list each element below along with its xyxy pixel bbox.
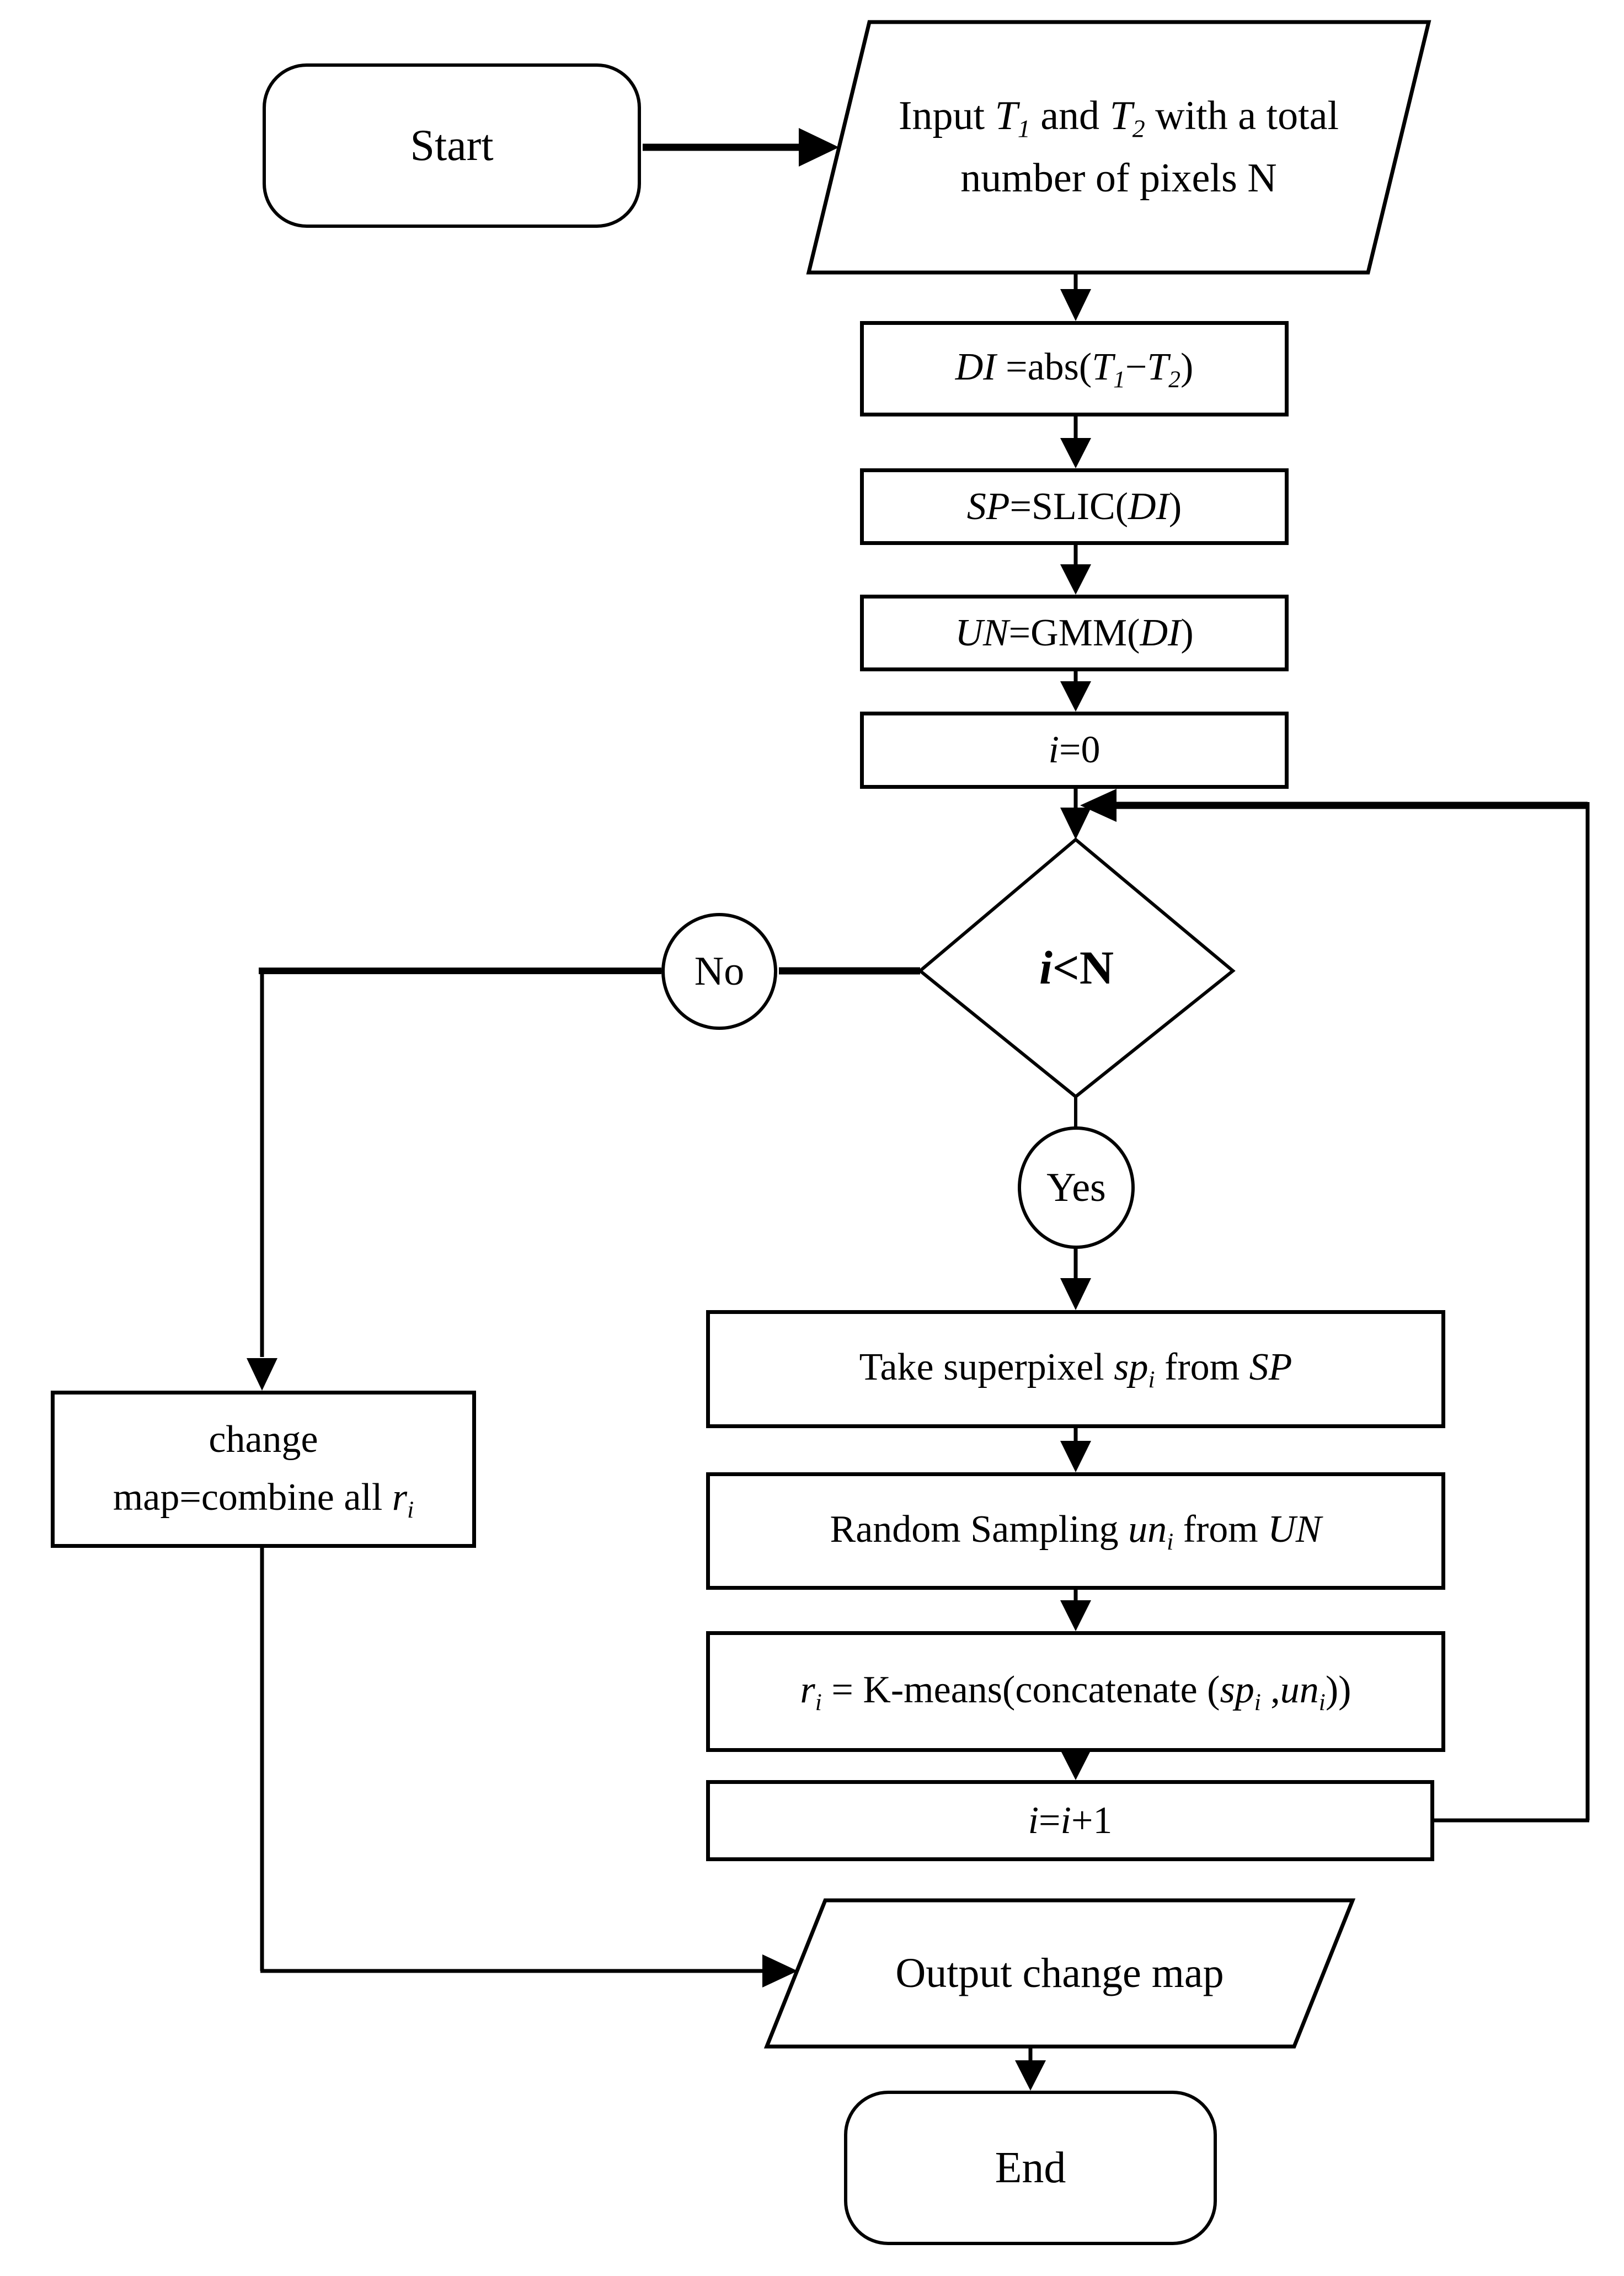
arrowhead-into-end [1015,2060,1046,2091]
arrowhead-into-input [799,128,839,167]
end-label: End [995,2144,1066,2192]
un-gmm-label: UN=GMM(DI) [955,611,1194,654]
di-abs-label: DI =abs(T1−T2) [955,345,1194,393]
output-parallelogram-shape [763,1898,1356,2049]
kmeans-label: ri = K-means(concatenate (spi ,uni)) [800,1668,1351,1716]
condition-label: i<N [1039,941,1114,995]
combine-map-line2: map=combine all ri [113,1476,414,1523]
node-yes: Yes [1018,1126,1135,1249]
input-parallelogram-shape [806,20,1431,275]
node-kmeans: ri = K-means(concatenate (spi ,uni)) [706,1631,1445,1752]
arrowhead-into-take [1060,1278,1091,1310]
node-no: No [661,913,777,1030]
input-label-line1: Input T1 and T2 with a total [898,93,1339,143]
arrowhead-into-sp [1060,438,1091,468]
arrowhead-into-combine [247,1358,277,1391]
sp-slic-label: SP=SLIC(DI) [966,485,1182,528]
take-superpixel-label: Take superpixel spi from SP [859,1346,1292,1393]
node-input: Input T1 and T2 with a total number of p… [809,22,1429,273]
node-combine-map: change map=combine all ri [51,1391,476,1548]
node-sp-slic: SP=SLIC(DI) [860,468,1289,545]
node-start: Start [263,63,641,228]
no-label: No [694,948,745,994]
node-di-abs: DI =abs(T1−T2) [860,321,1289,416]
node-un-gmm: UN=GMM(DI) [860,595,1289,671]
random-sampling-label: Random Sampling uni from UN [830,1508,1322,1555]
arrowhead-into-i0 [1060,681,1091,712]
node-i-init: i=0 [860,712,1289,789]
arrowhead-into-di [1060,289,1091,321]
node-condition: i<N [920,840,1233,1097]
node-output: Output change map [767,1900,1353,2047]
arrowhead-loop-merge [1080,789,1116,822]
combine-map-line1: change [209,1418,318,1461]
node-increment: i=i+1 [706,1780,1434,1861]
output-label: Output change map [895,1950,1224,1996]
start-label: Start [410,121,494,170]
increment-label: i=i+1 [1028,1799,1113,1842]
arrowhead-into-inc [1060,1750,1091,1780]
node-end: End [844,2091,1217,2245]
condition-diamond-shape [917,837,1236,1099]
node-random-sampling: Random Sampling uni from UN [706,1472,1445,1590]
i-init-label: i=0 [1048,729,1101,772]
arrowhead-into-cond [1060,808,1091,840]
arrowhead-into-kmeans [1060,1600,1091,1631]
yes-label: Yes [1046,1164,1106,1210]
node-take-superpixel: Take superpixel spi from SP [706,1310,1445,1428]
input-label-line2: number of pixels N [960,156,1277,201]
arrowhead-into-random [1060,1441,1091,1472]
arrowhead-into-output [762,1954,798,1988]
arrowhead-into-un [1060,564,1091,595]
